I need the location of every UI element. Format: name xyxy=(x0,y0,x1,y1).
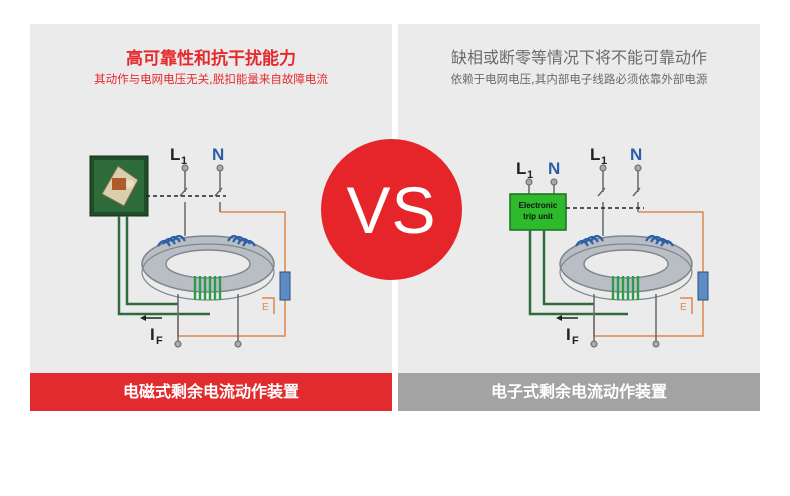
n-label: N xyxy=(630,145,642,164)
if-label: I xyxy=(566,325,571,344)
toroid-core xyxy=(141,235,275,301)
unit-label-line1: Electronic xyxy=(519,201,558,210)
n-label: N xyxy=(212,145,224,164)
left-subtitle: 其动作与电网电压无关,脱扣能量来自故障电流 xyxy=(94,72,328,86)
l1-label: L xyxy=(170,145,180,164)
coil-blue-left xyxy=(575,234,604,247)
if-subscript: F xyxy=(156,335,163,347)
left-footer: 电磁式剩余电流动作装置 xyxy=(30,373,392,411)
right-title: 缺相或断零等情况下将不能可靠动作 xyxy=(450,48,707,67)
svg-text:E: E xyxy=(262,302,269,313)
coil-green xyxy=(193,276,222,300)
switch-contacts xyxy=(597,170,641,236)
if-label: I xyxy=(150,325,155,344)
vs-badge: VS xyxy=(321,139,462,280)
if-subscript: F xyxy=(572,335,579,347)
toroid-core xyxy=(559,235,693,301)
vs-text: VS xyxy=(346,172,437,247)
aux-l1-subscript: 1 xyxy=(527,169,533,181)
electromagnetic-rcd-diagram: L 1 N E xyxy=(89,145,291,348)
coil-blue-left xyxy=(157,234,186,247)
trip-relay-icon xyxy=(89,155,149,217)
electronic-rcd-diagram: L 1 N Electronic trip unit L 1 N xyxy=(509,145,709,348)
l1-label: L xyxy=(590,145,600,164)
aux-l1-label: L xyxy=(516,159,526,178)
right-footer: 电子式剩余电流动作装置 xyxy=(398,373,760,411)
l1-subscript: 1 xyxy=(181,155,187,167)
coil-green xyxy=(611,276,640,300)
green-wires xyxy=(117,216,210,316)
unit-label-line2: trip unit xyxy=(523,212,553,221)
coil-blue-right xyxy=(227,234,256,247)
coil-blue-right xyxy=(645,234,674,247)
switch-contacts xyxy=(179,170,223,236)
svg-text:E: E xyxy=(680,302,687,313)
left-title: 高可靠性和抗干扰能力 xyxy=(126,49,296,69)
l1-subscript: 1 xyxy=(601,155,607,167)
aux-n-label: N xyxy=(548,159,560,178)
green-wires xyxy=(528,230,628,316)
right-subtitle: 依赖于电网电压,其内部电子线路必须依靠外部电源 xyxy=(450,72,708,86)
electronic-trip-unit: Electronic trip unit xyxy=(509,193,567,231)
